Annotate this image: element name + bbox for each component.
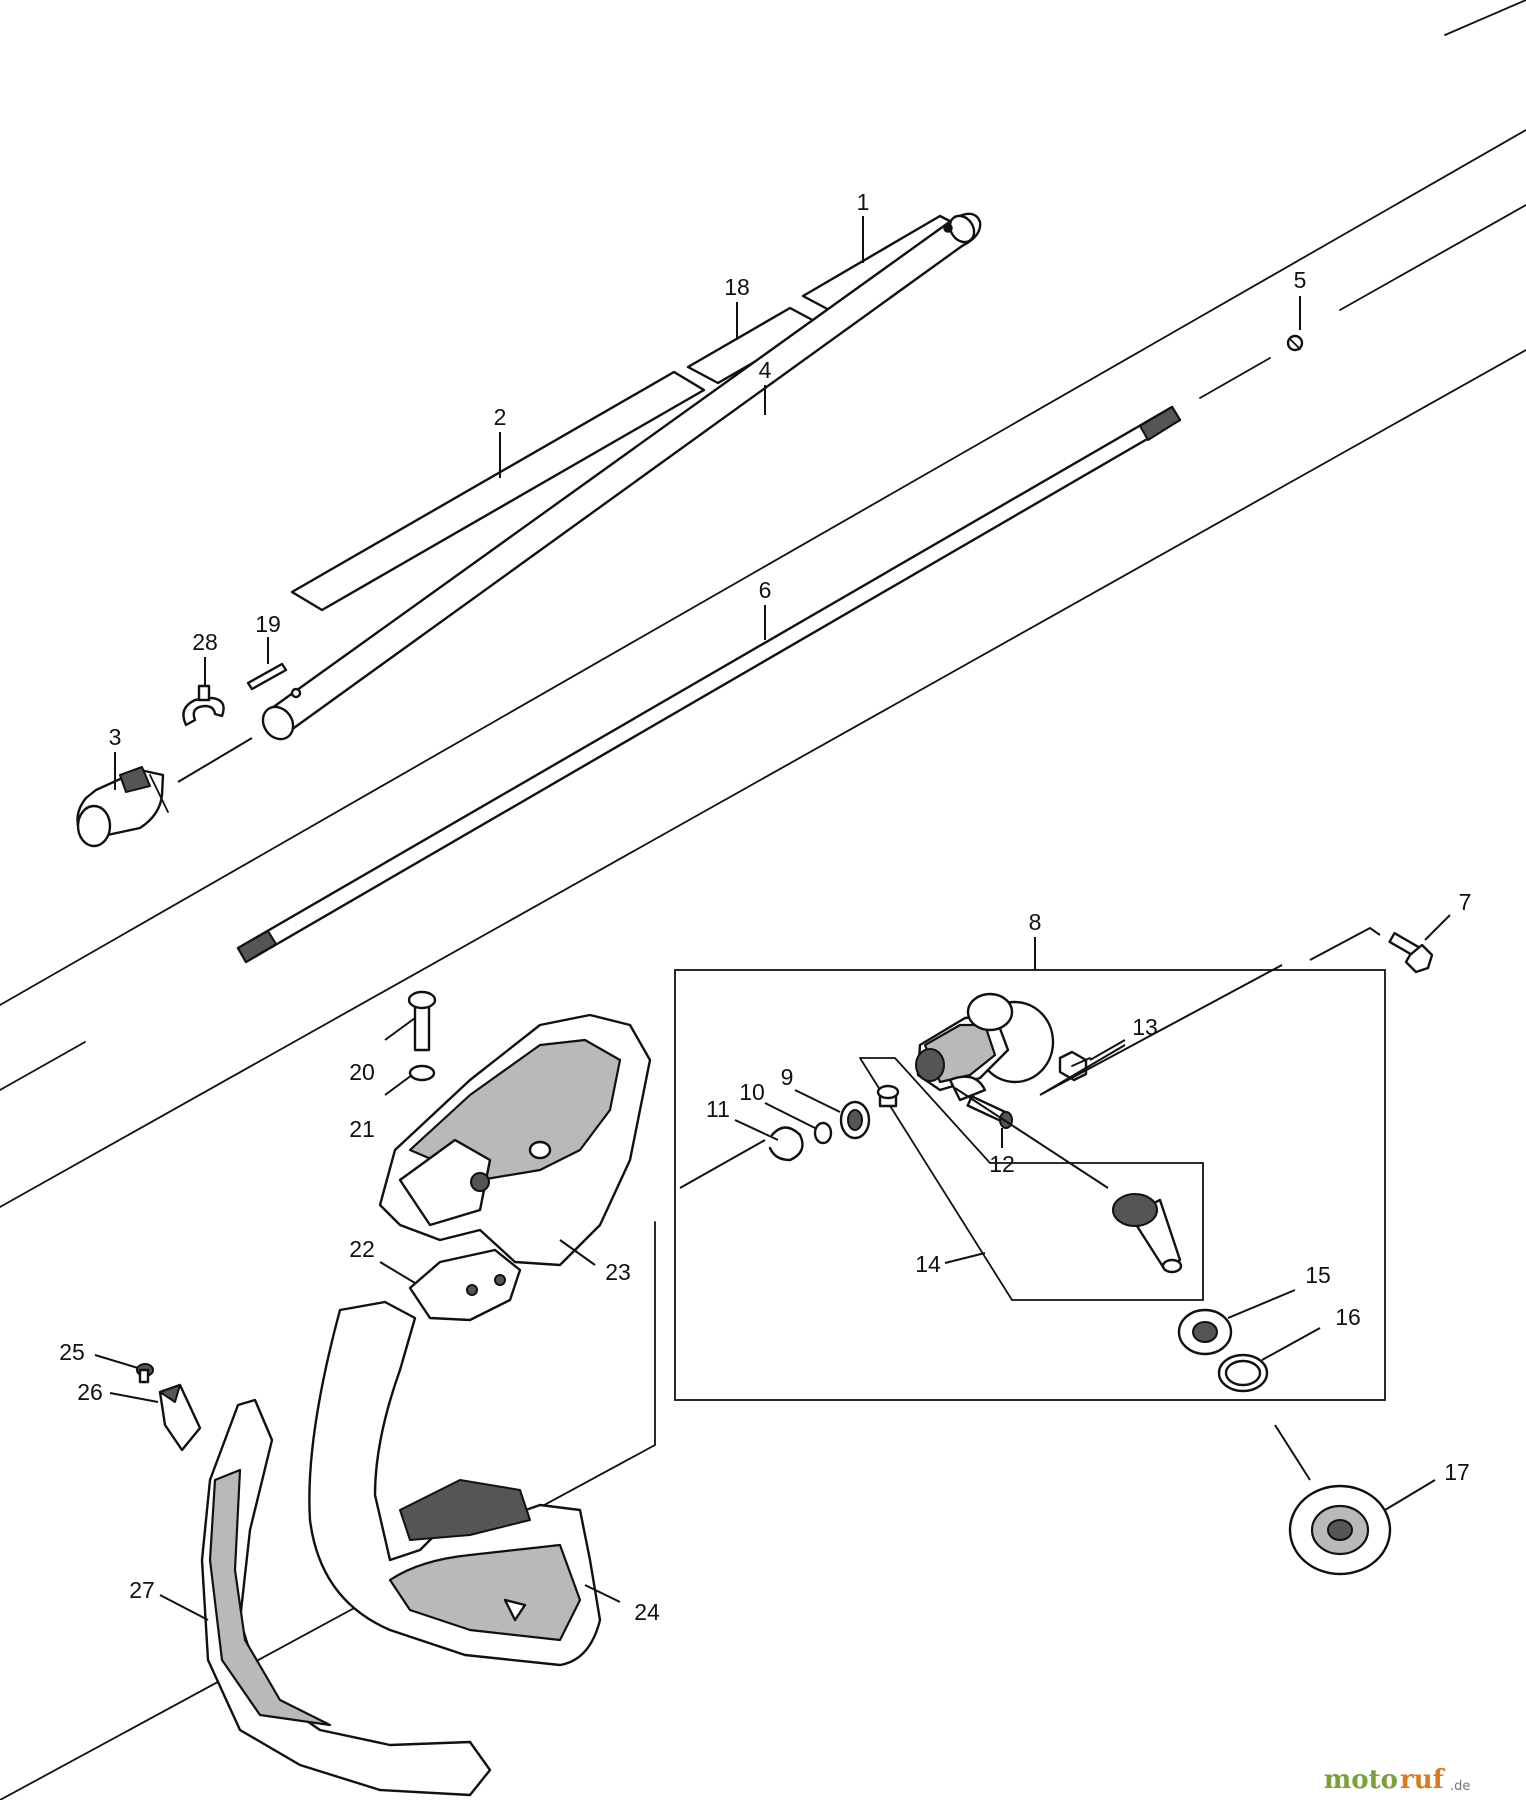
label-13: 13: [1132, 1014, 1158, 1040]
label-8: 8: [1029, 909, 1042, 935]
watermark-part-b: ruf: [1400, 1765, 1446, 1795]
leader-17a: [1274, 1424, 1311, 1481]
leader-25: [94, 1354, 139, 1369]
gear-head: [915, 992, 1055, 1102]
watermark-part-a: moto: [1324, 1765, 1398, 1795]
leader-7b: [1309, 926, 1381, 961]
label-18: 18: [724, 274, 750, 300]
frame-line-top: [1444, 0, 1526, 36]
shaft-tube-4: [261, 212, 982, 741]
watermark: moto ruf .de: [1324, 1765, 1471, 1795]
label-22: 22: [349, 1236, 375, 1262]
label-2: 2: [494, 404, 507, 430]
leader-11: [734, 1119, 779, 1141]
leader-15: [1227, 1289, 1296, 1319]
drive-shaft-6: [236, 405, 1182, 964]
frame-line-upper-stub: [0, 1041, 86, 1091]
leader-7: [1424, 914, 1451, 941]
label-28: 28: [192, 629, 218, 655]
label-27: 27: [129, 1577, 155, 1603]
label-24: 24: [634, 1599, 660, 1625]
clip-5: [1286, 334, 1304, 352]
label-16: 16: [1335, 1304, 1361, 1330]
leader-17: [1384, 1479, 1436, 1511]
deflector-27: [200, 1398, 492, 1797]
label-26: 26: [77, 1379, 103, 1405]
leader-9: [794, 1089, 841, 1113]
washer-21: [408, 1064, 436, 1082]
label-5: 5: [1294, 267, 1307, 293]
label-23: 23: [605, 1259, 631, 1285]
snap-ring-11: [768, 1126, 804, 1162]
leader-26: [109, 1392, 159, 1403]
label-4: 4: [759, 357, 772, 383]
label-12: 12: [989, 1151, 1015, 1177]
adapter-plate-17: [1288, 1484, 1392, 1576]
label-25: 25: [59, 1339, 85, 1365]
leader-14: [944, 1252, 986, 1264]
frame-line-right-stub: [1339, 204, 1526, 311]
part-labels: 1 2 3 4 5 6 7 8 9 10 11 12 13 14 15 16 1…: [59, 189, 1471, 1625]
leader-16: [1261, 1327, 1321, 1361]
bolt-7: [1388, 931, 1434, 974]
leader-grip: [177, 737, 253, 783]
label-6: 6: [759, 577, 772, 603]
label-7: 7: [1459, 889, 1472, 915]
label-9: 9: [781, 1064, 794, 1090]
gear-assembly-box-8: [674, 969, 1386, 1401]
leader-10: [764, 1102, 816, 1129]
leader-23: [559, 1239, 596, 1266]
blade-26: [158, 1383, 202, 1452]
screw-25: [136, 1363, 154, 1384]
frame-line-dash1: [1199, 357, 1271, 399]
label-21: 21: [349, 1116, 375, 1142]
label-1: 1: [857, 189, 870, 215]
leader-27: [159, 1594, 209, 1621]
pin-19: [246, 662, 288, 691]
leader-snapring: [679, 1139, 766, 1189]
frame-line-upper: [0, 129, 1526, 1006]
arbor-shaft: [1112, 1193, 1183, 1274]
label-10: 10: [739, 1079, 765, 1105]
bolt-20: [407, 990, 437, 1052]
label-3: 3: [109, 724, 122, 750]
leader-13b: [1039, 964, 1283, 1096]
snap-ring-16: [1217, 1353, 1269, 1393]
leader-gear: [954, 1087, 1109, 1189]
label-17: 17: [1444, 1459, 1470, 1485]
washer-10: [813, 1121, 833, 1145]
guard-bracket-23: [378, 1013, 652, 1267]
watermark-suffix: .de: [1450, 1779, 1470, 1794]
label-20: 20: [349, 1059, 375, 1085]
leader-lines: [94, 216, 1451, 1621]
label-14: 14: [915, 1251, 941, 1277]
clip-28: [182, 684, 225, 727]
label-11: 11: [706, 1096, 730, 1122]
bearing-15: [1177, 1308, 1233, 1356]
leader-24: [584, 1584, 621, 1603]
stud-14: [876, 1084, 900, 1108]
leader-13: [1089, 1039, 1126, 1061]
leader-20: [384, 1017, 416, 1041]
clamp-22: [408, 1248, 522, 1322]
decal-2: [290, 370, 706, 612]
leader-21: [384, 1074, 413, 1096]
grip-3: [76, 766, 169, 848]
label-15: 15: [1305, 1262, 1331, 1288]
frame-line-lower: [0, 349, 1526, 1208]
label-19: 19: [255, 611, 281, 637]
bearing-9: [839, 1100, 871, 1140]
guard-24: [308, 1300, 602, 1667]
leader-22: [379, 1261, 416, 1284]
